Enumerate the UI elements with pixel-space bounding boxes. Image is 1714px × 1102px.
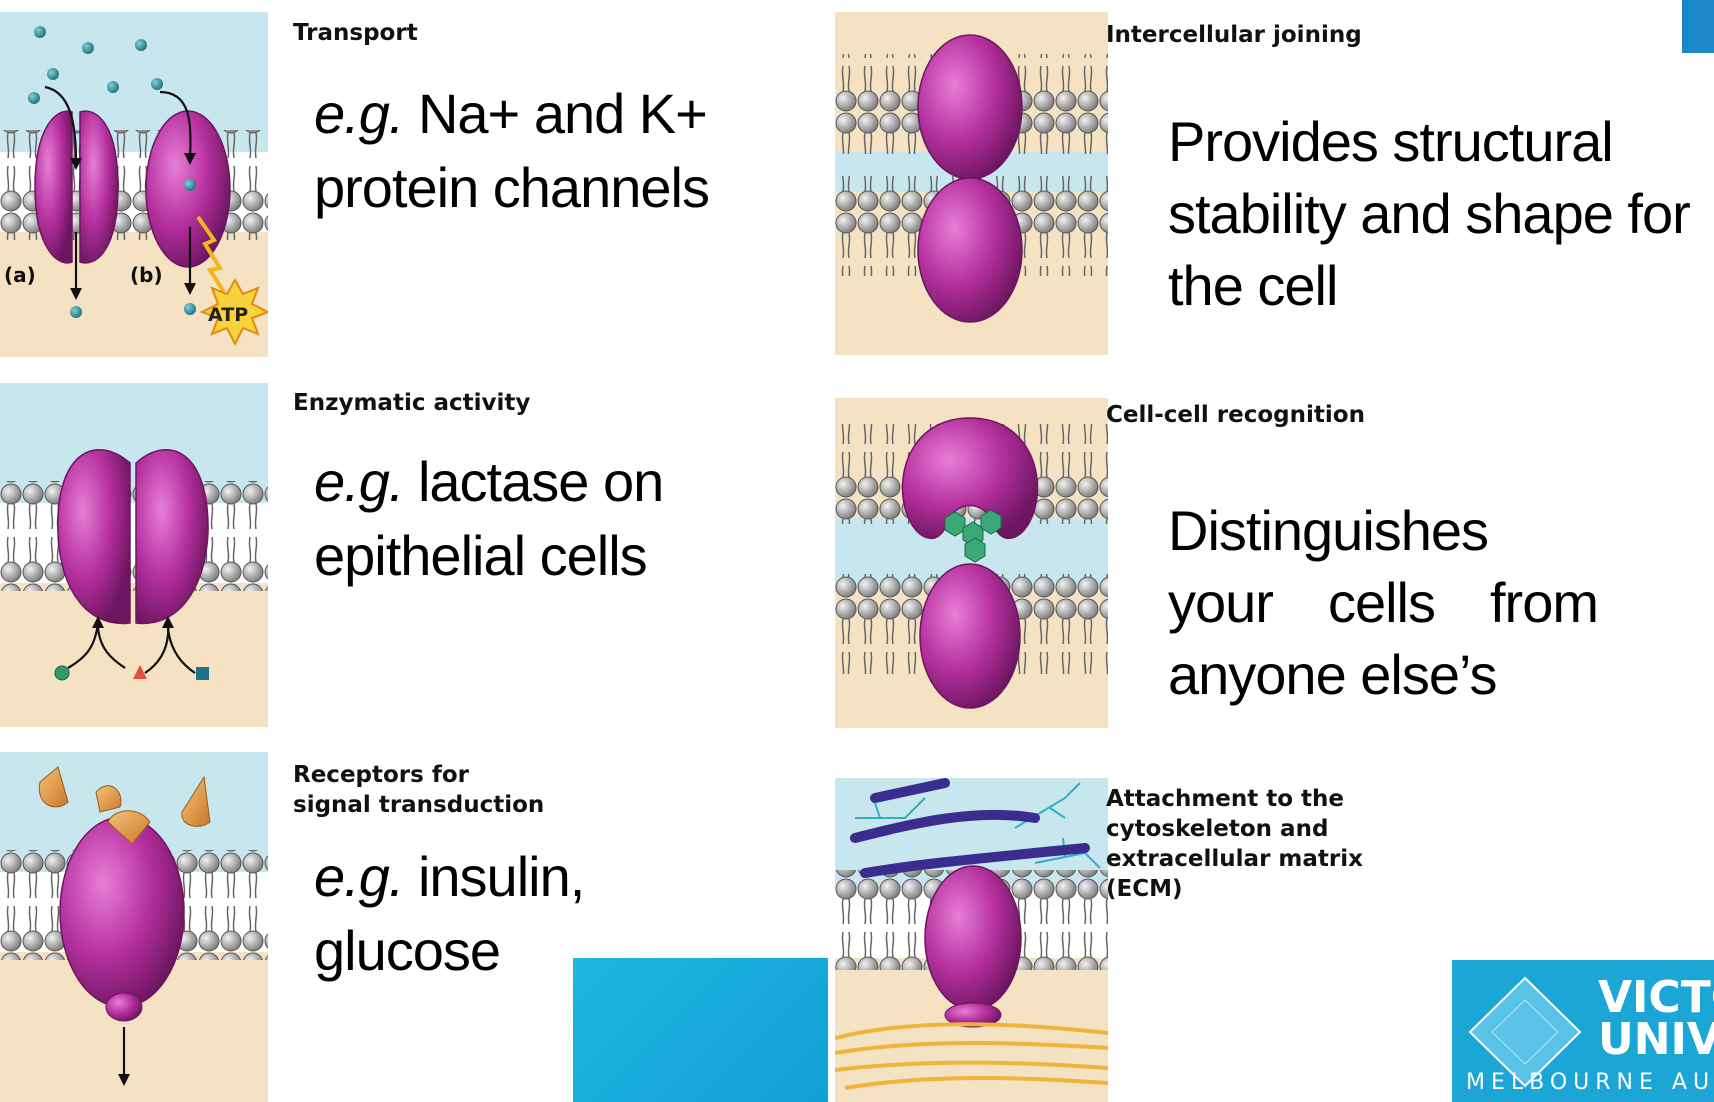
example-prefix: e.g. [314,845,404,908]
substrate-circle [54,665,70,681]
attachment-diagram [835,778,1108,1102]
transport-example: e.g. Na+ and K+ protein channels [314,77,734,225]
example-prefix: e.g. [314,82,404,145]
corner-accent [1682,0,1714,53]
ion-particles [28,26,196,318]
intercellular-description: Provides structural stability and shape … [1168,110,1691,317]
example-text: insulin, glucose [314,845,585,982]
atp-star [199,277,268,347]
energy-bolt [196,215,226,294]
cytoskeleton-filaments [835,1022,1108,1090]
channel-protein-a [34,110,119,264]
junction-proteins [917,34,1023,323]
logo-line3: MELBOURNE AU [1466,1070,1714,1095]
university-logo: VICTO UNIVE MELBOURNE AU [1452,960,1714,1102]
logo-line1: VICTO [1598,972,1714,1023]
enzymatic-example: e.g. lactase on epithelial cells [314,445,714,593]
transport-diagram: ATP (a) (b) [0,12,268,357]
example-prefix: e.g. [314,450,404,513]
receptors-heading: Receptors for signal transduction [293,762,545,818]
attachment-heading: Attachment to the cytoskeleton and extra… [1106,786,1363,902]
intercellular-diagram [835,12,1108,355]
arrow-heads [70,153,196,300]
logo-diamond [1468,976,1582,1088]
receptor-protein [59,810,185,1022]
label-b: (b) [130,263,163,287]
substrate-triangle [133,665,147,679]
enzymatic-heading: Enzymatic activity [293,390,531,416]
signal-molecules [38,766,211,827]
transport-arrows [44,85,192,292]
recognition-diagram [835,398,1108,728]
receptors-example: e.g. insulin, glucose [314,840,604,988]
recognition-description: Distinguishes your cells from anyone els… [1168,499,1599,706]
intercellular-heading: Intercellular joining [1106,22,1362,48]
recognition-proteins [901,417,1039,709]
atp-label: ATP [208,304,248,326]
attachment-protein [924,865,1022,1028]
reaction-arrows [67,622,196,674]
ecm-filaments [850,778,1090,878]
substrate-square [196,667,209,680]
enzyme-protein [57,449,209,625]
label-a: (a) [4,263,36,287]
recognition-heading: Cell-cell recognition [1106,402,1365,428]
example-text: Na+ and K+ protein channels [314,82,710,219]
carrier-protein-b [145,110,231,268]
glycoprotein-markers [944,509,1002,563]
logo-line2: UNIVE [1598,1014,1714,1065]
slide-accent-band [573,958,828,1102]
enzymatic-diagram [0,383,268,727]
transport-heading: Transport [293,20,418,46]
receptor-diagram [0,752,268,1102]
example-text: lactase on epithelial cells [314,450,664,587]
